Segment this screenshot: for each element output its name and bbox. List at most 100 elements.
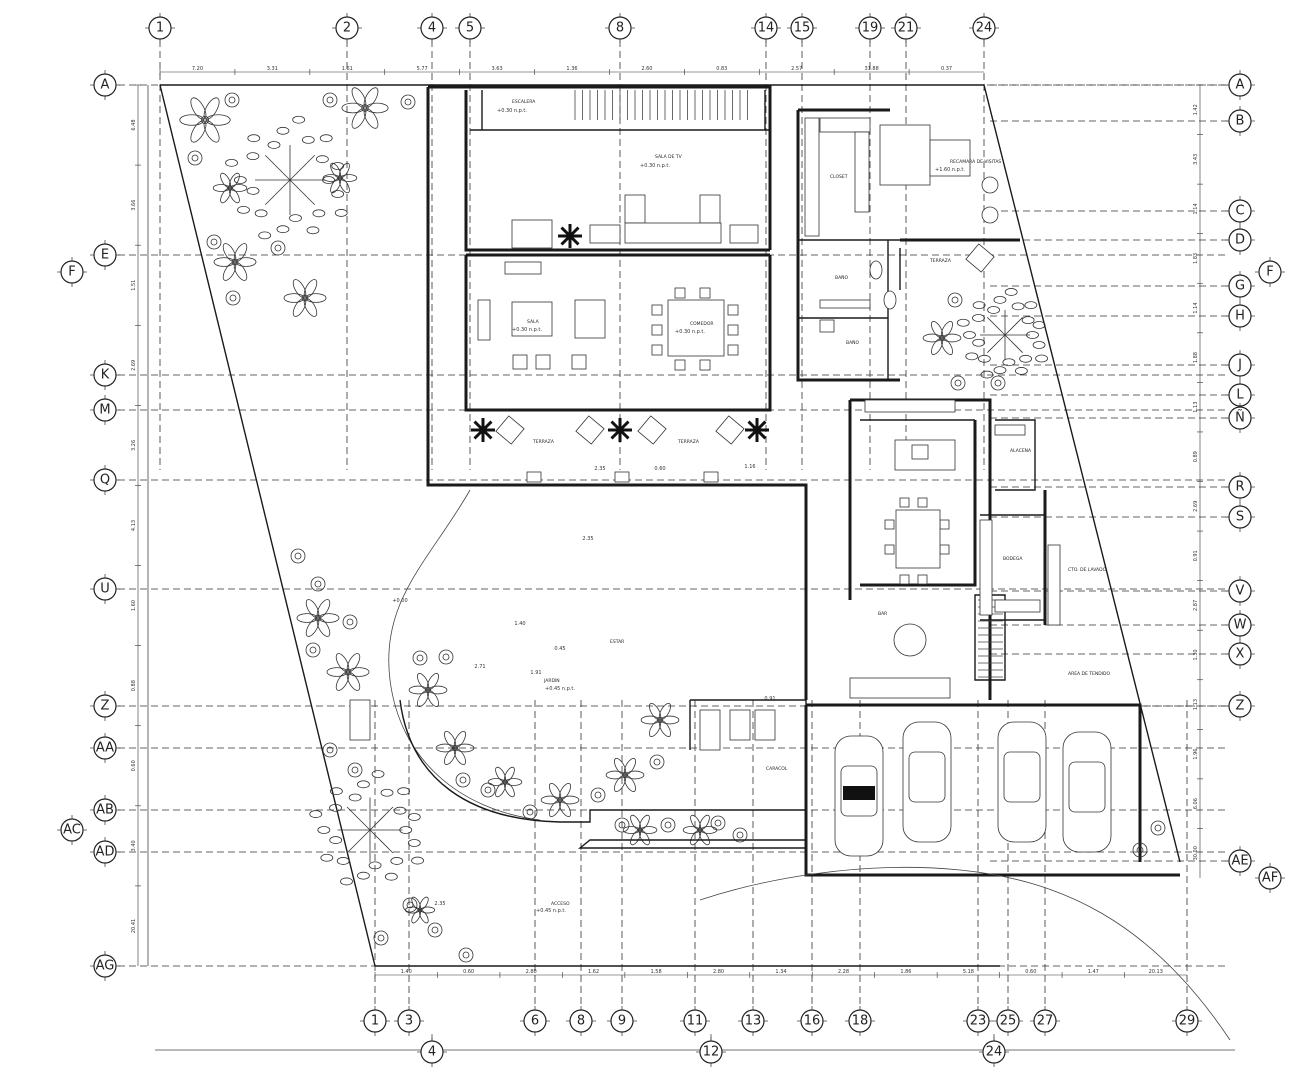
dimension-value: 1.13 [1193, 402, 1199, 413]
dimension-value: 2.71 [474, 664, 485, 670]
axis-label: 3 [405, 1014, 413, 1029]
armchair [981, 206, 999, 224]
axis-bubble [93, 243, 117, 267]
axis-label: 1 [156, 21, 164, 36]
axis-left-outer-1: AC [57, 815, 87, 845]
level-value: +0.45 n.p.t. [545, 686, 575, 692]
axis-right-0: A [1225, 70, 1255, 100]
room-label: ESCALERA [512, 99, 536, 105]
lounge-chair [637, 415, 667, 445]
dimension-value: 2.35 [594, 466, 605, 472]
dimension-value: 0.60 [463, 969, 474, 975]
shrub [732, 827, 748, 843]
axis-bottom-11: 27 [1030, 1006, 1060, 1036]
axis-label: 24 [976, 21, 993, 36]
dimension-value: 3.40 [131, 840, 137, 851]
axis-bottom-secondary-1: 12 [696, 1037, 726, 1067]
dining-chair [899, 497, 910, 508]
axis-label: 11 [687, 1014, 704, 1029]
flower-plant [212, 172, 248, 204]
axis-label: X [1236, 647, 1245, 662]
axis-label: 6 [531, 1014, 539, 1029]
axis-label: 29 [1179, 1014, 1196, 1029]
palm-plant [471, 418, 495, 442]
axis-bubble [1228, 613, 1252, 637]
axis-label: F [1266, 265, 1273, 280]
room-label: ESTAR [610, 639, 624, 645]
closet-rack [819, 117, 871, 133]
restroom [699, 709, 721, 751]
dimension-value: 4.13 [131, 520, 137, 531]
axis-bottom-12: 29 [1172, 1006, 1202, 1036]
room-label: RECAMARA DE VISITAS [950, 159, 1001, 165]
flower-plant [640, 702, 680, 738]
shrub [427, 922, 443, 938]
axis-bubble [1033, 1009, 1057, 1033]
axis-bubble [569, 1009, 593, 1033]
axis-top-4: 8 [605, 13, 635, 43]
lounge-chair [965, 243, 995, 273]
dimension-value: 1.40 [514, 621, 525, 627]
armchair [699, 194, 721, 224]
shrub [206, 234, 222, 250]
axis-label: V [1236, 584, 1245, 599]
axis-bubble [982, 1040, 1006, 1064]
tree [309, 770, 424, 886]
dimension-value: 1.83 [1193, 253, 1199, 264]
axis-bubble [60, 260, 84, 284]
room-label: BAÑO [846, 339, 860, 346]
axis-label: 18 [852, 1014, 869, 1029]
dimension-value: 3.26 [131, 440, 137, 451]
room-label: BAR [878, 611, 887, 617]
dining-chair [651, 304, 663, 316]
flower-plant [622, 814, 658, 846]
room-label: CLOSET [830, 174, 848, 180]
axis-bubble [93, 840, 117, 864]
axis-top-7: 19 [855, 13, 885, 43]
dimension-value: 2.69 [131, 360, 137, 371]
axis-bubble [148, 16, 172, 40]
axis-bubble [610, 1009, 634, 1033]
axis-bubble [93, 363, 117, 387]
shrub [270, 240, 286, 256]
level-markers: +0.30 n.p.t.+0.30 n.p.t.+0.30 n.p.t.+0.3… [392, 108, 965, 914]
level-value: +0.30 n.p.t. [512, 327, 542, 333]
axis-right-13: X [1225, 639, 1255, 669]
axis-label: 24 [986, 1045, 1003, 1060]
axis-right-9: R [1225, 472, 1255, 502]
axis-bubble [1228, 406, 1252, 430]
axis-label: L [1236, 388, 1244, 403]
axis-left-0: A [90, 70, 120, 100]
axis-label: Z [101, 699, 110, 714]
shrub [649, 754, 665, 770]
shrub [347, 762, 363, 778]
dimension-value: 0.60 [1025, 969, 1036, 975]
cooktop [911, 444, 929, 460]
dining-chair [939, 519, 950, 530]
axis-bubble [1228, 694, 1252, 718]
axis-bubble [1175, 1009, 1199, 1033]
dimension-value: 2.60 [641, 66, 652, 72]
dimension-value: 1.36 [566, 66, 577, 72]
sofa-right [574, 299, 606, 339]
axis-bubble [523, 1009, 547, 1033]
column [614, 471, 630, 483]
shrub [950, 375, 966, 391]
axis-left-7: AA [90, 733, 120, 763]
shrub [1132, 842, 1148, 858]
site-boundary [147, 84, 1235, 1051]
axis-label: C [1235, 204, 1244, 219]
toilet [883, 290, 897, 310]
car [834, 735, 884, 857]
axis-bubble [608, 16, 632, 40]
axis-bubble [93, 398, 117, 422]
axis-bottom-7: 16 [797, 1006, 827, 1036]
parking-cars [834, 721, 1112, 857]
axis-left-6: Z [90, 691, 120, 721]
shrub [373, 930, 389, 946]
axis-bottom-9: 23 [963, 1006, 993, 1036]
restroom [754, 709, 776, 741]
axis-bubble [1228, 73, 1252, 97]
axis-bubble [93, 468, 117, 492]
